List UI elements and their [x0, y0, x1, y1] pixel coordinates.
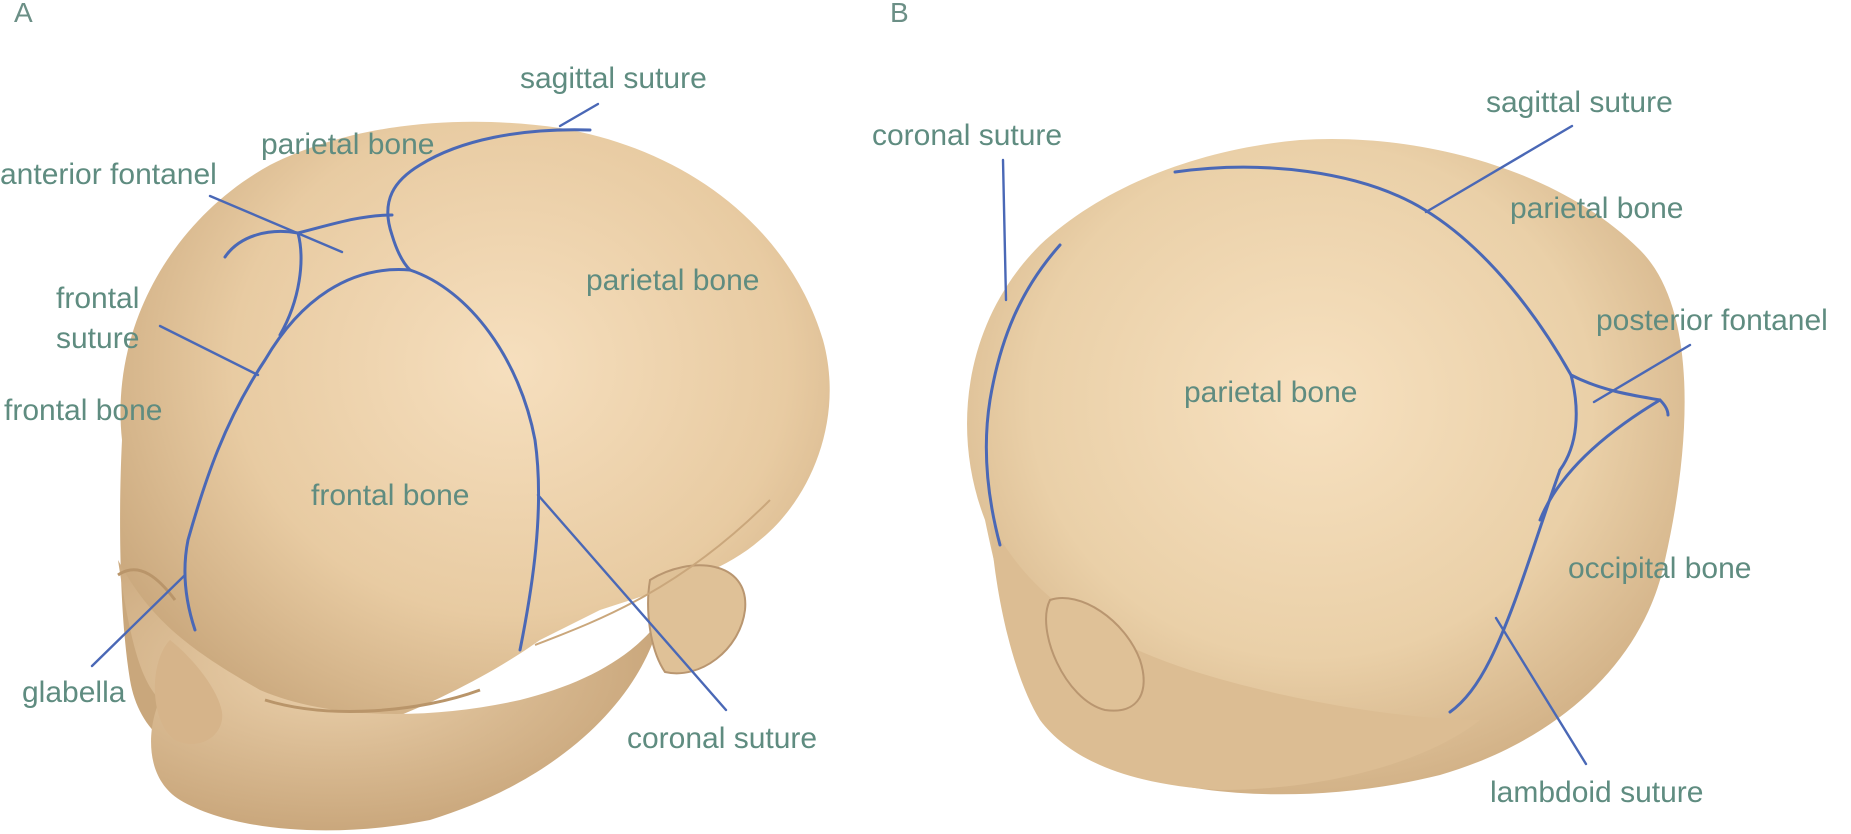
label-frontal-bone-center-a: frontal bone — [311, 479, 469, 512]
label-coronal-suture-a: coronal suture — [627, 722, 817, 755]
panel-a-labels: sagittal suture parietal bone anterior f… — [0, 62, 817, 755]
panel-b-cranium — [967, 138, 1685, 795]
panel-a-leader-coronal — [536, 493, 728, 712]
label-sagittal-suture-a: sagittal suture — [520, 62, 707, 95]
panel-b-leader-sagittal — [1424, 124, 1574, 214]
panel-b: B coronal suture sagittal suture parieta… — [872, 0, 1828, 809]
panel-b-leader-posterior-fontanel — [1592, 343, 1692, 404]
label-parietal-bone-top-a: parietal bone — [261, 128, 434, 161]
panel-b-leaders — [1001, 124, 1692, 766]
panel-a-frontal-suture-line — [183, 268, 412, 632]
panel-b-sutures — [984, 165, 1670, 714]
panel-a-brow-left — [117, 568, 177, 601]
panel-a-ear — [647, 564, 747, 675]
label-lambdoid-suture-b: lambdoid suture — [1490, 776, 1703, 809]
panel-a-leader-sagittal — [558, 102, 600, 128]
panel-b-leader-lambdoid — [1494, 616, 1588, 766]
panel-a-brow-right — [264, 688, 481, 713]
panel-a-leader-glabella — [90, 573, 187, 668]
label-frontal-suture-a-line1: frontal — [56, 282, 139, 315]
panel-a-nose — [154, 640, 223, 744]
panel-a-face — [118, 560, 660, 831]
panel-a-leader-frontal-suture — [158, 324, 260, 377]
panel-b-lambdoid-suture-line — [1448, 468, 1562, 714]
panel-a-coronal-suture-line — [408, 268, 541, 652]
panel-a-leaders — [90, 102, 728, 712]
panel-a-leader-anterior-fontanel — [208, 194, 344, 254]
label-glabella-a: glabella — [22, 676, 126, 709]
panel-a-cranium — [120, 121, 830, 762]
label-sagittal-suture-b: sagittal suture — [1486, 86, 1673, 119]
label-frontal-suture-a-line2: suture — [56, 322, 139, 355]
panel-a-sagittal-suture-line — [386, 128, 592, 272]
label-coronal-suture-b: coronal suture — [872, 119, 1062, 152]
label-anterior-fontanel-a: anterior fontanel — [0, 158, 217, 191]
label-parietal-bone-right-a: parietal bone — [586, 264, 759, 297]
label-posterior-fontanel-b: posterior fontanel — [1596, 304, 1828, 337]
panel-b-sagittal-suture-line — [1173, 165, 1573, 377]
panel-b-labels: coronal suture sagittal suture parietal … — [872, 86, 1828, 809]
label-parietal-bone-center-b: parietal bone — [1184, 376, 1357, 409]
panel-b-lower-band — [990, 520, 1480, 790]
panel-b-ear — [1045, 597, 1145, 712]
panel-b-letter: B — [890, 0, 909, 28]
label-parietal-bone-right-b: parietal bone — [1510, 192, 1683, 225]
panel-b-coronal-suture-line — [984, 243, 1062, 547]
panel-a-anterior-fontanel-outline — [296, 213, 394, 235]
panel-a: A — [0, 0, 830, 831]
panel-a-sutures — [183, 128, 592, 652]
label-occipital-bone-b: occipital bone — [1568, 552, 1751, 585]
panel-b-leader-coronal — [1001, 158, 1008, 302]
panel-b-skull — [967, 138, 1685, 795]
label-frontal-bone-left-a: frontal bone — [4, 394, 162, 427]
panel-a-temporal-ridge — [534, 499, 771, 646]
panel-a-letter: A — [14, 0, 33, 28]
